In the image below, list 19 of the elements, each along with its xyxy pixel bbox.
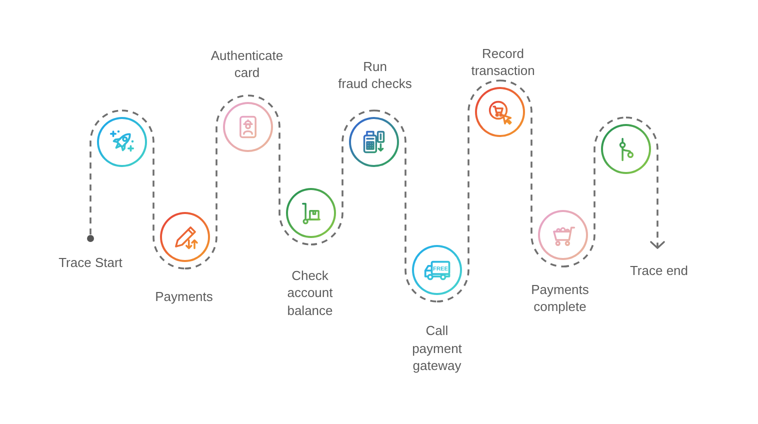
dashed-connector bbox=[562, 116, 626, 268]
dashed-connector bbox=[500, 80, 564, 268]
step-label: Authenticate card bbox=[210, 46, 284, 82]
step-label: Run fraud checks bbox=[338, 58, 412, 92]
end-label: Trace end bbox=[630, 262, 688, 279]
step-label: Payments bbox=[155, 288, 213, 306]
dashed-connector bbox=[122, 110, 186, 270]
dashed-connector bbox=[310, 110, 374, 246]
step-label: Call payment gateway bbox=[412, 322, 462, 374]
step-circle bbox=[97, 117, 147, 167]
dashed-arrow bbox=[626, 116, 665, 249]
start-label: Trace Start bbox=[58, 254, 122, 271]
step-label: Payments complete bbox=[531, 280, 589, 316]
step-label: Check account balance bbox=[287, 266, 333, 319]
dashed-connector bbox=[436, 80, 500, 302]
step-circle bbox=[601, 124, 651, 174]
dashed-connector bbox=[374, 110, 438, 302]
step-label: Record transaction bbox=[471, 44, 535, 80]
dashed-connector bbox=[248, 94, 312, 246]
